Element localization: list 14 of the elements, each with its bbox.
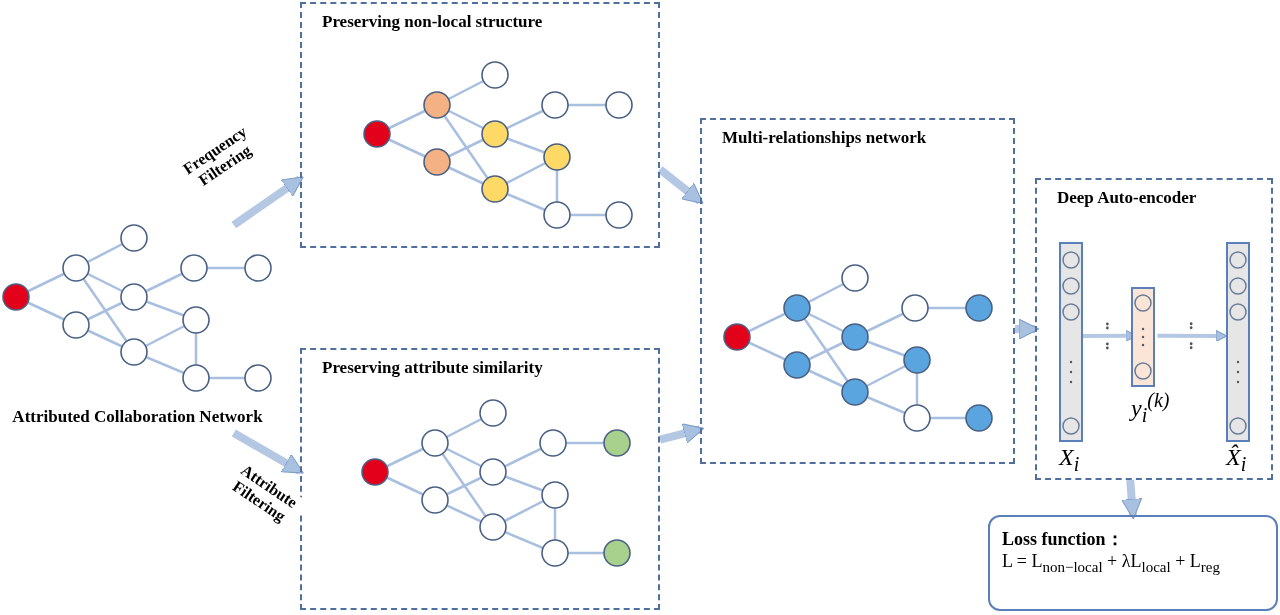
math-label: X̂$_{i}$	[1226, 444, 1247, 476]
panel-title: Multi-relationships network	[722, 128, 927, 148]
dashed-panel	[1035, 178, 1273, 480]
dashed-panel	[300, 2, 660, 248]
network-caption: Attributed Collaboration Network	[11, 407, 264, 427]
dashed-panel	[300, 348, 660, 610]
loss-function-box	[988, 515, 1278, 611]
math-label: X$_{i}$	[1059, 444, 1080, 476]
box-heading: Loss function：	[1002, 528, 1125, 551]
dashed-panel	[700, 118, 1015, 464]
panel-title: Preserving attribute similarity	[322, 358, 543, 378]
panel-title: Deep Auto-encoder	[1057, 188, 1197, 208]
loss-formula: L = L$_{non−local}$ + λL$_{local}$ + L$_{reg}$	[1002, 551, 1221, 576]
panel-title: Preserving non-local structure	[322, 12, 543, 32]
